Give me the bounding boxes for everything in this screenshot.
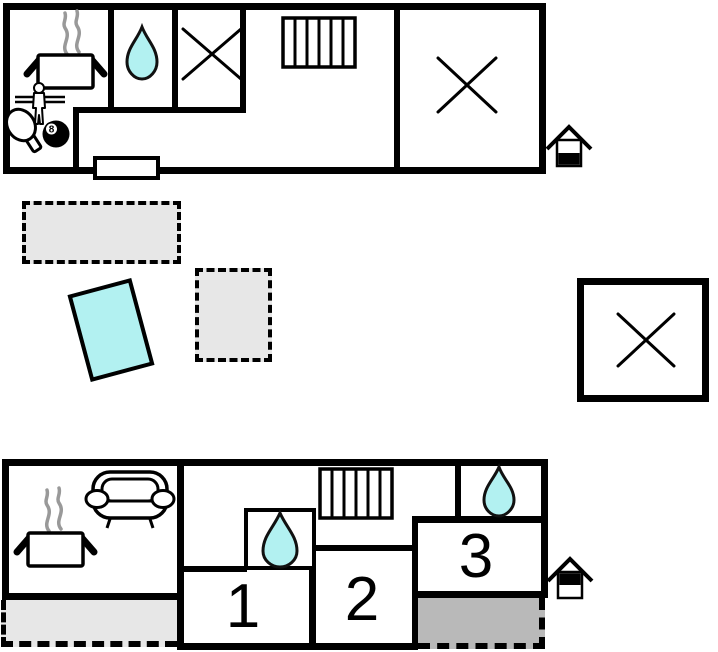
room-number-2: 2 bbox=[344, 565, 380, 634]
room-number-1: 1 bbox=[225, 572, 261, 641]
wall bbox=[412, 516, 548, 523]
cooking-pot-icon bbox=[23, 53, 108, 90]
wall bbox=[309, 566, 316, 650]
pool-icon bbox=[67, 277, 155, 383]
wall bbox=[455, 466, 461, 521]
wall bbox=[2, 593, 184, 600]
outbuilding-x-icon bbox=[616, 312, 676, 368]
stairs-icon bbox=[318, 467, 394, 520]
cooking-pot-icon bbox=[13, 531, 98, 568]
house-level-icon bbox=[546, 556, 594, 600]
wall bbox=[412, 591, 548, 598]
outbuilding-outline bbox=[577, 278, 709, 402]
sofa-icon bbox=[84, 470, 176, 529]
steam-icon bbox=[62, 9, 82, 56]
wall bbox=[177, 459, 184, 650]
wall bbox=[541, 459, 548, 598]
eight-ball-number: 8 bbox=[49, 125, 55, 136]
wall bbox=[2, 459, 548, 466]
water-drop-icon bbox=[482, 462, 516, 518]
wall bbox=[73, 107, 246, 113]
entrance-step bbox=[93, 156, 160, 180]
terrace-dashed-small bbox=[195, 268, 272, 362]
wall bbox=[309, 545, 418, 551]
water-drop-icon bbox=[261, 509, 299, 569]
room-number-3: 3 bbox=[458, 522, 494, 591]
wall bbox=[412, 516, 418, 650]
wall bbox=[108, 8, 114, 112]
stairs-icon bbox=[281, 16, 357, 69]
wall bbox=[181, 566, 247, 572]
terrace-dashed-dark bbox=[418, 598, 545, 649]
table-tennis-paddle-icon bbox=[5, 107, 43, 154]
steam-icon bbox=[44, 486, 64, 533]
wall bbox=[177, 643, 418, 650]
bed-x-icon bbox=[181, 27, 243, 81]
foosball-player-icon bbox=[15, 82, 65, 125]
terrace-dashed-light bbox=[1, 600, 177, 647]
wall bbox=[394, 8, 400, 168]
wall bbox=[73, 107, 79, 168]
house-level-icon bbox=[545, 124, 593, 168]
wall bbox=[172, 8, 178, 112]
bed-x-large-icon bbox=[436, 56, 498, 114]
water-drop-icon bbox=[125, 22, 159, 81]
wall bbox=[2, 459, 9, 600]
billiard-8-ball-icon: 8 bbox=[42, 120, 70, 148]
terrace-dashed-large bbox=[22, 201, 181, 264]
wall bbox=[240, 8, 246, 112]
